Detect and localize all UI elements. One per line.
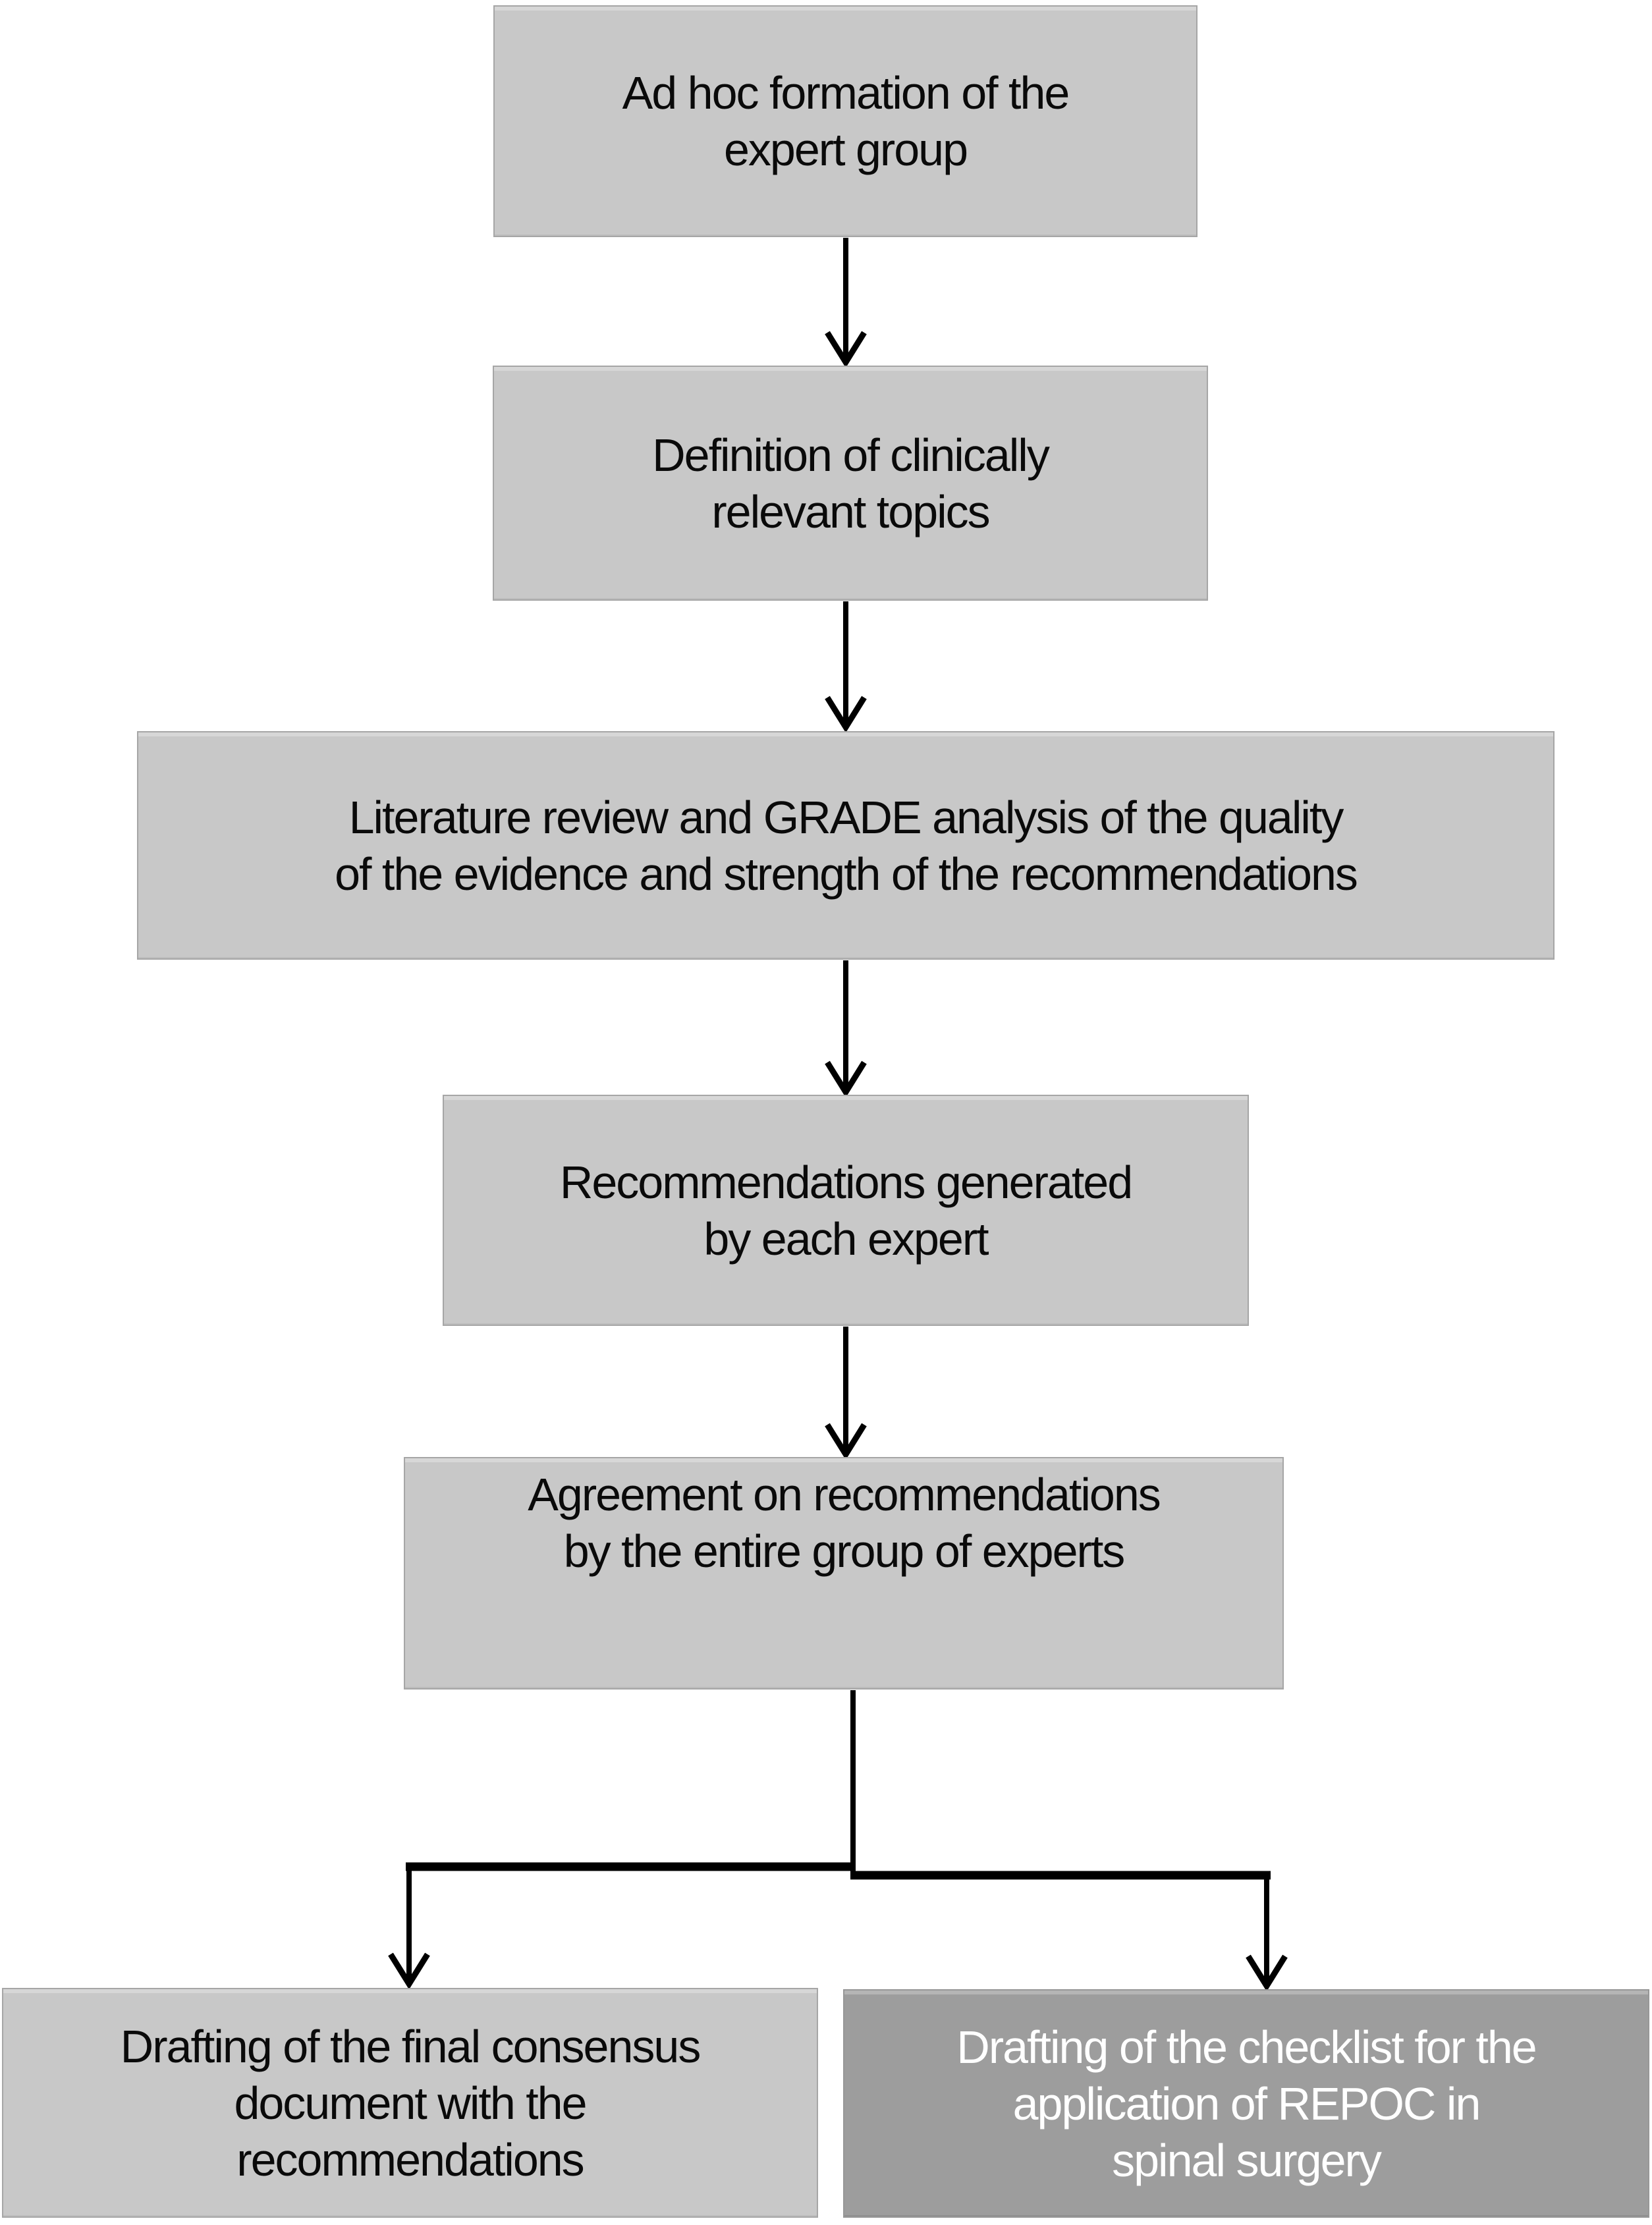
flow-box-expert-group-formation: Ad hoc formation of the expert group [493,5,1198,237]
flow-box-literature-review-grade: Literature review and GRADE analysis of … [137,731,1555,960]
flow-box-label: Agreement on recommendations by the enti… [528,1469,1161,1577]
arrow-step1-to-step2 [825,238,867,368]
arrow-step3-to-step4 [825,960,867,1098]
flow-box-repoc-checklist: Drafting of the checklist for the applic… [843,1989,1649,2218]
flow-box-recommendations-generated: Recommendations generated by each expert [443,1095,1249,1326]
arrow-branch-to-step6b [1246,1878,1288,1992]
arrow-step4-to-step5 [825,1327,867,1460]
flow-box-label: Definition of clinically relevant topics [652,429,1050,537]
flow-box-label: Ad hoc formation of the expert group [622,67,1070,175]
flow-box-label: Recommendations generated by each expert [559,1156,1133,1265]
flow-box-label: Drafting of the checklist for the applic… [956,2021,1537,2186]
flow-box-topic-definition: Definition of clinically relevant topics [493,366,1208,601]
branch-connector [406,1690,1271,1880]
arrow-branch-to-step6a [388,1869,430,1990]
arrow-step2-to-step3 [825,601,867,733]
flow-box-final-consensus-document: Drafting of the final consensus document… [2,1988,818,2218]
flow-box-label: Literature review and GRADE analysis of … [335,791,1358,900]
flow-box-label: Drafting of the final consensus document… [120,2020,702,2185]
flow-box-agreement-on-recommendations: Agreement on recommendations by the enti… [404,1457,1284,1689]
